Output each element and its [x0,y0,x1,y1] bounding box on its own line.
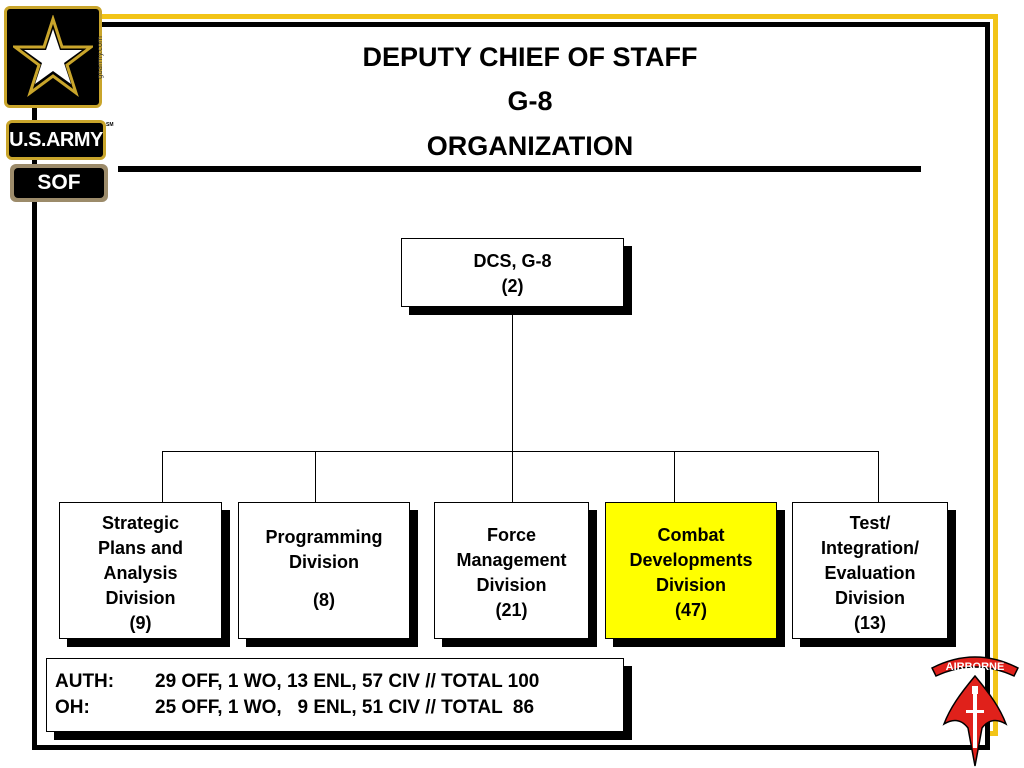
org-box-dcs-g8: DCS, G-8 (2) [401,238,624,307]
army-star-emblem [4,6,102,108]
connector-trunk [512,306,513,452]
connector-drop-5 [878,451,879,503]
org-box-line: Combat [657,525,725,545]
title-line-1: DEPUTY CHIEF OF STAFF [362,42,698,72]
org-box-line: Division [105,588,176,608]
connector-drop-2 [315,451,316,503]
org-box-combat-developments: Combat Developments Division (47) [605,502,777,639]
org-box-line: (2) [501,276,524,296]
personnel-totals-box: AUTH: 29 OFF, 1 WO, 13 ENL, 57 CIV // TO… [46,658,624,732]
org-box-line: Developments [629,550,753,570]
org-box-line: (21) [495,600,528,620]
sof-label: SOF [14,168,104,198]
org-box-line: Division [655,575,726,595]
auth-value: 29 OFF, 1 WO, 13 ENL, 57 CIV // TOTAL 10… [155,671,540,692]
org-box-line: Test/ [849,513,891,533]
airborne-tab-text: AIRBORNE [946,661,1005,673]
oh-row: OH: 25 OFF, 1 WO, 9 ENL, 51 CIV // TOTAL… [47,695,623,721]
org-box-line: Division [288,552,359,572]
outer-black-frame [32,22,990,750]
org-box-line: Integration/ [821,538,919,558]
oh-label: OH: [55,697,90,718]
oh-value: 25 OFF, 1 WO, 9 ENL, 51 CIV // TOTAL 86 [155,697,535,718]
service-mark: SM [106,122,114,128]
us-army-wordmark: U.S.ARMY [6,120,106,160]
sof-badge: SOF [10,164,108,202]
org-box-line: Management [456,550,567,570]
logo-url-text: goarmy.com [96,36,104,79]
org-box-line: Division [834,588,905,608]
title-line-3: ORGANIZATION [426,131,634,161]
org-box-line: Plans and [97,538,184,558]
org-box-line: Force [486,525,537,545]
org-box-line: Analysis [103,563,178,583]
title-divider [118,166,921,172]
org-box-programming: Programming Division (8) [238,502,410,639]
star-icon [13,15,93,97]
org-box-force-management: Force Management Division (21) [434,502,589,639]
org-box-line: (13) [853,613,886,633]
org-box-strategic-plans: Strategic Plans and Analysis Division (9… [59,502,222,639]
org-box-test-integration: Test/ Integration/ Evaluation Division (… [792,502,948,639]
org-box-line: Strategic [101,513,180,533]
connector-drop-1 [162,451,163,503]
title-line-2: G-8 [507,86,553,116]
org-box-line: Evaluation [824,563,916,583]
org-box-line: Programming [265,527,383,547]
org-box-line: (47) [674,600,707,620]
connector-drop-4 [674,451,675,503]
airborne-insignia-icon: AIRBORNE [930,656,1020,767]
org-box-line: (8) [313,590,335,610]
org-box-line: Division [476,575,547,595]
auth-label: AUTH: [55,671,115,692]
army-logo: goarmy.com U.S.ARMY SM SOF [4,6,114,202]
connector-bus [162,451,879,452]
auth-row: AUTH: 29 OFF, 1 WO, 13 ENL, 57 CIV // TO… [47,669,623,695]
org-box-line: DCS, G-8 [473,251,552,271]
org-box-line: (9) [129,613,152,633]
connector-drop-3 [512,451,513,503]
